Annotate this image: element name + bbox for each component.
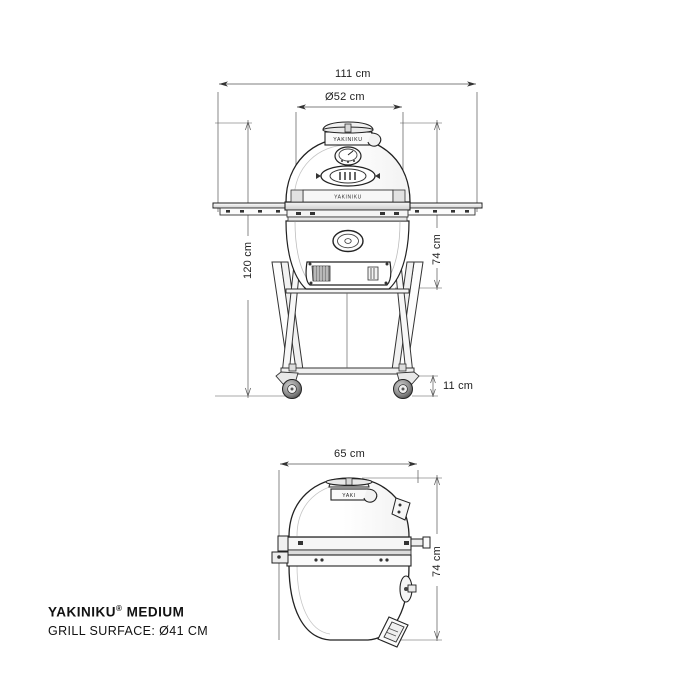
hinge-band (284, 201, 411, 222)
dome-hinge-bracket (391, 497, 411, 521)
hinge-band-side (271, 535, 431, 567)
front-view-group: YAKINIKU (212, 81, 483, 399)
dimension-label-dome-diameter: Ø52 cm (322, 91, 368, 103)
bottom-draft-door (305, 261, 392, 286)
side-view-group: YAKI (271, 461, 442, 648)
caster-wheel-left (275, 363, 302, 399)
brand-band-text: YAKINIKU (334, 195, 362, 201)
ceramic-body-side (288, 564, 410, 641)
lid-brand-text: YAKINIKU (333, 137, 362, 143)
bowl-badge (332, 229, 364, 253)
side-brand-text: YAKI (342, 493, 355, 499)
top-vent-cap (322, 121, 382, 147)
side-handle (399, 575, 417, 603)
dimension-label-body-height: 74 cm (431, 543, 443, 580)
grill-surface-spec: GRILL SURFACE: Ø41 CM (48, 623, 209, 638)
product-size: MEDIUM (122, 604, 185, 620)
product-title: YAKINIKU® MEDIUM (48, 600, 348, 621)
brand-band-plate: YAKINIKU (290, 189, 406, 203)
thermometer (334, 146, 362, 166)
caster-wheel-right (393, 363, 420, 399)
dome-badge (316, 165, 380, 187)
dimension-overall-width (217, 81, 478, 212)
dimension-label-body-width: 65 cm (331, 448, 368, 460)
lid-brand-plate: YAKINIKU (324, 131, 373, 146)
side-brand-plate: YAKI (330, 488, 369, 501)
bottom-draft-door-side (377, 616, 409, 648)
side-shelf-right (394, 202, 483, 216)
product-caption: YAKINIKU® MEDIUM GRILL SURFACE: Ø41 CM (48, 600, 348, 640)
product-brand: YAKINIKU (48, 604, 117, 620)
dimension-label-grill-height: 74 cm (431, 231, 443, 268)
dimension-label-overall-height: 120 cm (242, 238, 254, 282)
dimension-body-height (362, 475, 442, 641)
dimension-label-overall-width: 111 cm (332, 68, 374, 80)
top-vent-cap-side (325, 477, 378, 503)
registered-mark: ® (116, 604, 123, 613)
cart-frame (271, 261, 424, 375)
dimension-label-caster-height: 11 cm (440, 380, 477, 392)
